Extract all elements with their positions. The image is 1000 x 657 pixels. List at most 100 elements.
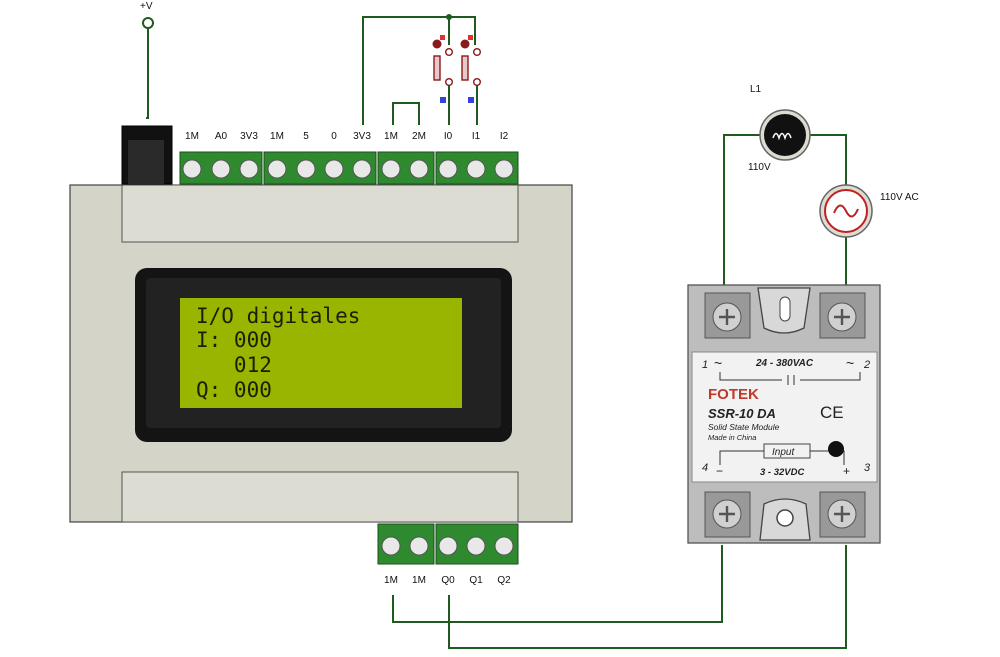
top-terminal-screw-icon [211, 159, 231, 179]
top-terminal-screw-icon [494, 159, 514, 179]
bottom-terminal-label: Q1 [469, 575, 483, 586]
switch-i1-body [461, 55, 469, 81]
switch-i0-contact-top [445, 48, 454, 57]
sine-wave-icon [833, 204, 859, 218]
switch-i1-cap-icon [460, 39, 470, 49]
ssr-input-bracket [719, 450, 845, 465]
switch-i1[interactable] [460, 35, 482, 103]
top-terminal-screw-icon [352, 159, 372, 179]
supply-terminal-icon [142, 17, 154, 29]
top-terminal-label: I1 [472, 131, 481, 142]
wire-jumper-1m-2m [392, 102, 420, 125]
bottom-terminal-screw-icon [409, 536, 429, 556]
lcd-line-2: I: 000 [196, 328, 272, 352]
lcd-screen [180, 298, 462, 408]
lcd-line-3: 012 [196, 353, 272, 377]
ssr-top-slot [779, 296, 791, 322]
ssr-description: Solid State Module [708, 422, 780, 432]
top-terminal-label: 1M [185, 131, 199, 142]
top-terminal-screw-icon [267, 159, 287, 179]
bottom-terminal-label: 1M [412, 575, 426, 586]
solid-state-relay: 1 ~ 24 - 380VAC ~ 2 FOTEK SSR-10 DA CE S… [687, 284, 881, 544]
switch-i0-indicator-red [440, 35, 445, 40]
top-terminal-screw-icon [381, 159, 401, 179]
top-terminal-label: I2 [500, 131, 509, 142]
lcd-line-4: Q: 000 [196, 378, 272, 402]
wire-supply [146, 28, 149, 119]
plc-top-rail [121, 184, 519, 243]
top-terminal-label: 1M [384, 131, 398, 142]
ssr-minus: − [716, 464, 723, 478]
plc-bottom-rail [121, 471, 519, 523]
top-terminal-label: A0 [215, 131, 228, 142]
ssr-plus: + [843, 464, 850, 478]
wires [146, 16, 847, 649]
switch-i1-indicator-blue [468, 97, 474, 103]
switch-i1-contact-top [473, 48, 482, 57]
wire-lamp-to-ssr [723, 134, 761, 285]
ssr-brand: FOTEK [708, 386, 759, 403]
top-terminal-screw-icon [438, 159, 458, 179]
ssr-terminal-3: 3 [864, 462, 871, 474]
top-terminal-label: 3V3 [240, 131, 258, 142]
bottom-terminal-label: Q2 [497, 575, 511, 586]
top-terminal-label: 2M [412, 131, 426, 142]
top-terminal-screw-icon [182, 159, 202, 179]
supply-label: +V [140, 1, 153, 12]
lamp-name: L1 [750, 84, 762, 95]
ac-source-label: 110V AC [880, 192, 919, 203]
ssr-label-plate [691, 351, 878, 483]
ssr-terminal-2: 2 [863, 359, 870, 371]
top-terminal-screw-icon [324, 159, 344, 179]
lamp-rating: 110V [748, 162, 771, 173]
bottom-terminal-screw-icon [381, 536, 401, 556]
ssr-ce-mark: CE [820, 403, 844, 422]
top-terminal-label: I0 [444, 131, 453, 142]
ssr-ac-range: 24 - 380VAC [755, 358, 814, 369]
wire-q0-to-ssr-plus [448, 545, 847, 649]
power-jack-inner [128, 140, 164, 184]
lamp-l1: L1 110V [748, 84, 811, 173]
top-terminal-label: 3V3 [353, 131, 371, 142]
top-terminal-screw-icon [239, 159, 259, 179]
ssr-input-label: Input [772, 447, 795, 458]
top-terminal-label: 0 [331, 131, 337, 142]
ssr-bottom-hole [776, 509, 794, 527]
bottom-terminal-screw-icon [438, 536, 458, 556]
ssr-model: SSR-10 DA [708, 406, 776, 421]
lcd-line-1: I/O digitales [196, 304, 360, 328]
lamp-filament-icon [772, 132, 792, 141]
switch-i0-contact-bottom [445, 77, 454, 86]
top-terminal-label: 5 [303, 131, 309, 142]
ssr-terminal-4: 4 [702, 462, 708, 474]
ac-source: 110V AC [819, 184, 919, 238]
ssr-dc-range: 3 - 32VDC [760, 467, 804, 478]
ssr-origin: Made in China [708, 433, 756, 442]
plc: I/O digitales I: 000 012 Q: 000 [69, 125, 573, 565]
switch-i0-cap-icon [432, 39, 442, 49]
wire-lamp-to-source [809, 134, 847, 186]
ssr-tilde-left: ~ [714, 355, 722, 371]
switch-i0-indicator-blue [440, 97, 446, 103]
top-terminal-screw-icon [409, 159, 429, 179]
ssr-screws [704, 292, 866, 538]
bottom-terminal-label: 1M [384, 575, 398, 586]
bottom-terminal-screw-icon [466, 536, 486, 556]
bottom-terminal-label: Q0 [441, 575, 455, 586]
ssr-led-icon [828, 441, 844, 457]
top-terminal-screw-icon [296, 159, 316, 179]
lamp-bulb-icon [764, 114, 806, 156]
switch-i1-contact-bottom [473, 77, 482, 86]
ssr-ac-bracket [719, 372, 861, 385]
top-terminal-label: 1M [270, 131, 284, 142]
top-terminal-screw-icon [466, 159, 486, 179]
wire-junction [446, 14, 452, 20]
switch-i0[interactable] [432, 35, 454, 103]
bottom-terminal-screw-icon [494, 536, 514, 556]
ssr-terminal-1: 1 [702, 359, 708, 371]
switch-i1-indicator-red [468, 35, 473, 40]
switch-i0-body [433, 55, 441, 81]
wire-1m-to-ssr-minus [392, 545, 723, 623]
ssr-tilde-right: ~ [846, 355, 854, 371]
